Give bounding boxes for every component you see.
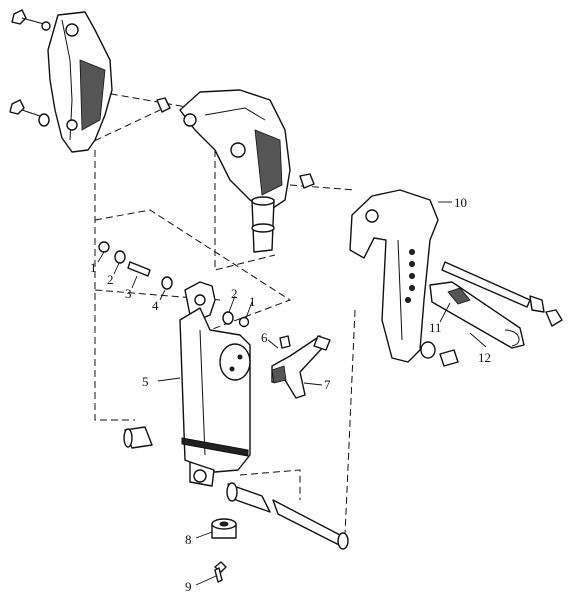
bushing-2 [114,250,126,264]
upper-left-bolt [11,9,51,31]
callout-labels: 1 2 3 4 2 1 6 5 7 8 9 10 11 12 [90,195,491,594]
tilt-rod [429,281,525,349]
swivel-bracket [156,89,315,253]
callout-9: 9 [185,579,192,594]
callout-3: 3 [125,286,132,301]
callout-6: 6 [261,330,268,345]
callout-12: 12 [478,350,491,365]
long-through-bolt [441,261,563,327]
tilt-lever [349,189,439,363]
collar-bushing [123,426,153,449]
bushing-2b [222,311,234,325]
clamp-bracket [271,335,331,399]
tilt-cylinder [179,281,251,487]
callout-2a: 2 [107,272,114,287]
short-sleeve [226,482,271,513]
left-transom-bracket [47,11,113,153]
long-sleeve [272,499,349,550]
lower-left-bolt [9,99,50,127]
callout-1a: 1 [90,260,97,275]
callout-5: 5 [142,374,149,389]
bushing-4 [161,276,173,290]
washer-1b [238,316,250,328]
callout-leaders [97,201,487,586]
spacer-8 [211,518,237,539]
screw-9 [214,561,227,583]
lever-bolt [420,341,459,367]
callout-2b: 2 [231,286,238,301]
callout-8: 8 [185,532,192,547]
callout-11: 11 [429,320,442,335]
callout-10: 10 [454,195,467,210]
callout-7: 7 [324,377,331,392]
pin-3 [127,261,151,277]
callout-1b: 1 [249,294,256,309]
callout-4: 4 [152,298,159,313]
washer-1 [98,241,110,253]
